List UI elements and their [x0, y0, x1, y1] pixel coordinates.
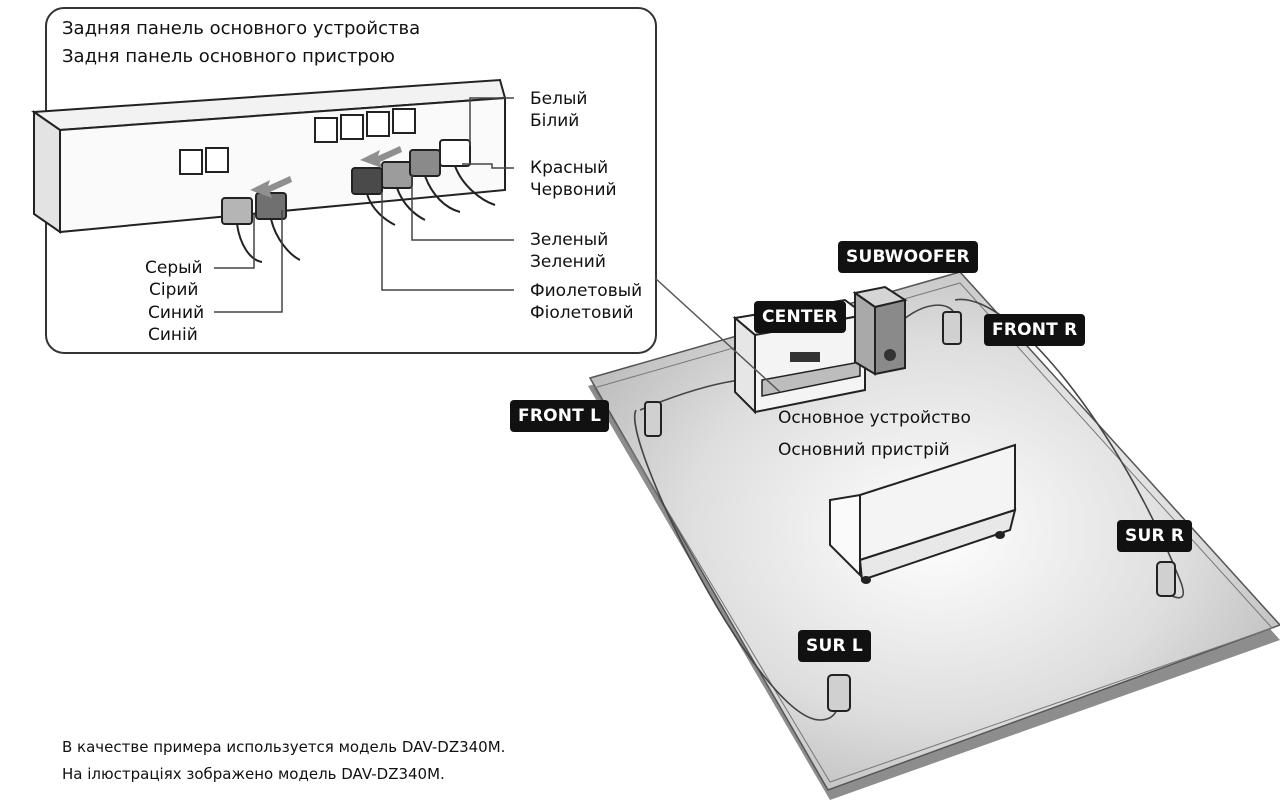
inset-title-uk: Задня панель основного пристрою	[62, 46, 395, 67]
badge-sur-l: SUR L	[798, 630, 871, 662]
leader-lines	[214, 97, 514, 313]
badge-sur-r: SUR R	[1117, 520, 1193, 552]
inset-title-ru: Задняя панель основного устройства	[62, 18, 421, 39]
subwoofer-icon	[852, 285, 908, 376]
callout-green-uk: Зелений	[530, 252, 606, 272]
callout-violet-uk: Фіолетовий	[530, 303, 634, 323]
main-unit-label-uk: Основний пристрій	[778, 440, 950, 460]
callout-green-ru: Зеленый	[530, 230, 609, 250]
callout-white: Белый Білий	[530, 88, 587, 132]
callout-green: Зеленый Зелений	[530, 229, 608, 273]
badge-center: CENTER	[754, 301, 846, 333]
speaker-front-l-icon	[644, 401, 662, 437]
callout-red-ru: Красный	[530, 158, 609, 178]
rear-panel-icon	[31, 78, 507, 234]
badge-subwoofer: SUBWOOFER	[838, 241, 978, 273]
callout-red-uk: Червоний	[530, 180, 617, 200]
callout-blue-ru: Синий	[148, 303, 205, 323]
main-unit-label-ru: Основное устройство	[778, 408, 971, 428]
callout-gray-ru: Серый	[145, 258, 203, 278]
plugs-group	[221, 139, 496, 263]
speaker-sur-l-icon	[827, 674, 851, 712]
callout-red: Красный Червоний	[530, 157, 617, 201]
callout-violet: Фиолетовый Фіолетовий	[530, 280, 642, 324]
speaker-front-r-icon	[942, 311, 962, 345]
badge-front-l: FRONT L	[510, 400, 610, 432]
callout-gray-uk: Сірий	[149, 280, 199, 300]
callout-violet-ru: Фиолетовый	[530, 281, 643, 301]
callout-white-uk: Білий	[530, 111, 580, 131]
note-uk: На ілюстраціях зображено модель DAV-DZ34…	[62, 765, 445, 783]
callout-blue-uk: Синій	[148, 325, 198, 345]
note-ru: В качестве примера используется модель D…	[62, 738, 506, 756]
callout-white-ru: Белый	[530, 89, 588, 109]
callout-gray: Серый Сірий	[145, 257, 203, 301]
speaker-sur-r-icon	[1156, 561, 1176, 597]
badge-front-r: FRONT R	[984, 314, 1086, 346]
callout-blue: Синий Синій	[148, 302, 204, 346]
couch-icon	[829, 443, 1017, 584]
